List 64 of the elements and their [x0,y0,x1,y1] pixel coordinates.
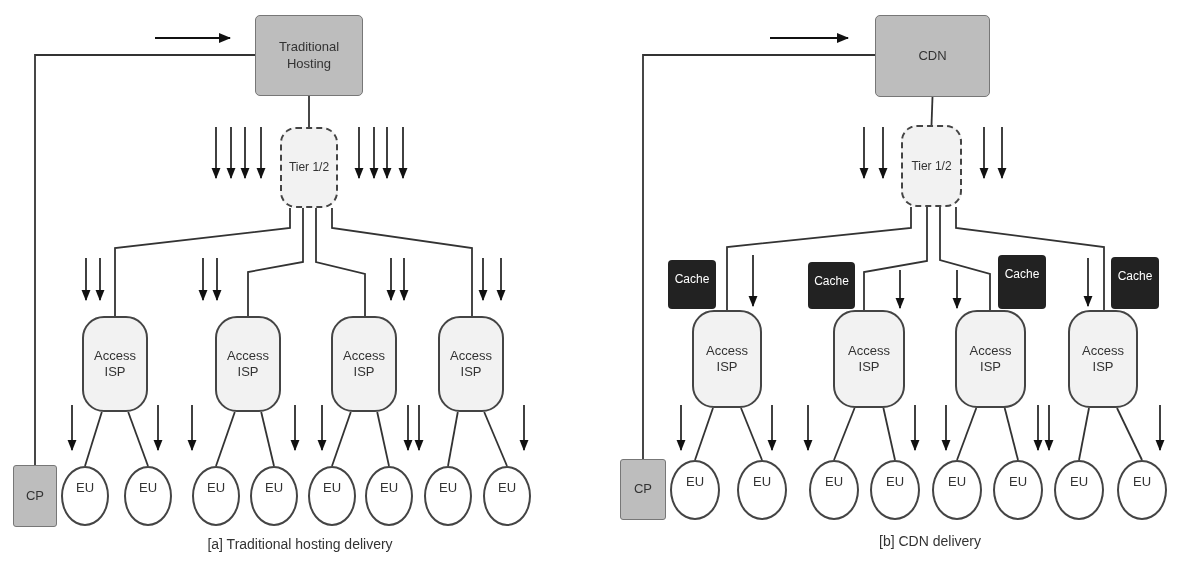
connector-line [863,206,928,311]
connector-line [376,411,390,467]
connector-line [882,407,896,461]
end-user-circle: EU [809,460,859,520]
connector-line [642,54,876,460]
connector-line [833,407,856,461]
connector-line [331,207,473,317]
end-user-circle: EU [932,460,982,520]
connector-line [956,407,978,461]
end-user-circle: EU [124,466,172,526]
end-user-circle: EU [250,466,298,526]
connector-line [331,411,352,467]
connector-line [447,411,459,467]
connector-line [114,207,291,317]
cache-box: Cache [998,255,1046,309]
end-user-circle: EU [424,466,472,526]
isp-node: Access ISP [955,310,1026,408]
connector-line [247,207,304,317]
connector-line [955,206,1105,311]
connector-line [1003,407,1019,461]
connector-line [483,411,508,467]
connector-line [215,411,236,467]
cache-box: Cache [1111,257,1159,309]
connector-line [694,407,714,461]
figure-caption: [b] CDN delivery [879,533,981,549]
end-user-circle: EU [1117,460,1167,520]
tier-node: Tier 1/2 [901,125,962,207]
connector-line [939,206,991,311]
isp-node: Access ISP [833,310,905,408]
connector-line [308,95,310,128]
connector-line [34,54,256,466]
cache-box: Cache [808,262,855,309]
server-box: Traditional Hosting [255,15,363,96]
isp-node: Access ISP [331,316,397,412]
connector-line [1078,407,1090,461]
server-box: CDN [875,15,990,97]
end-user-circle: EU [737,460,787,520]
connector-line [1116,407,1143,461]
end-user-circle: EU [308,466,356,526]
connector-line [84,411,103,467]
isp-node: Access ISP [1068,310,1138,408]
end-user-circle: EU [993,460,1043,520]
connector-line [127,411,149,467]
figure-caption: [a] Traditional hosting delivery [207,536,393,552]
connector-line [740,407,763,461]
connector-line [315,207,366,317]
isp-node: Access ISP [438,316,504,412]
isp-node: Access ISP [215,316,281,412]
end-user-circle: EU [365,466,413,526]
provider-box: CP [620,459,666,520]
end-user-circle: EU [483,466,531,526]
end-user-circle: EU [61,466,109,526]
end-user-circle: EU [670,460,720,520]
connector-line [930,96,934,126]
isp-node: Access ISP [82,316,148,412]
connector-line [726,206,912,311]
isp-node: Access ISP [692,310,762,408]
end-user-circle: EU [1054,460,1104,520]
tier-node: Tier 1/2 [280,127,338,208]
end-user-circle: EU [870,460,920,520]
provider-box: CP [13,465,57,527]
connector-line [260,411,275,467]
cache-box: Cache [668,260,716,309]
end-user-circle: EU [192,466,240,526]
